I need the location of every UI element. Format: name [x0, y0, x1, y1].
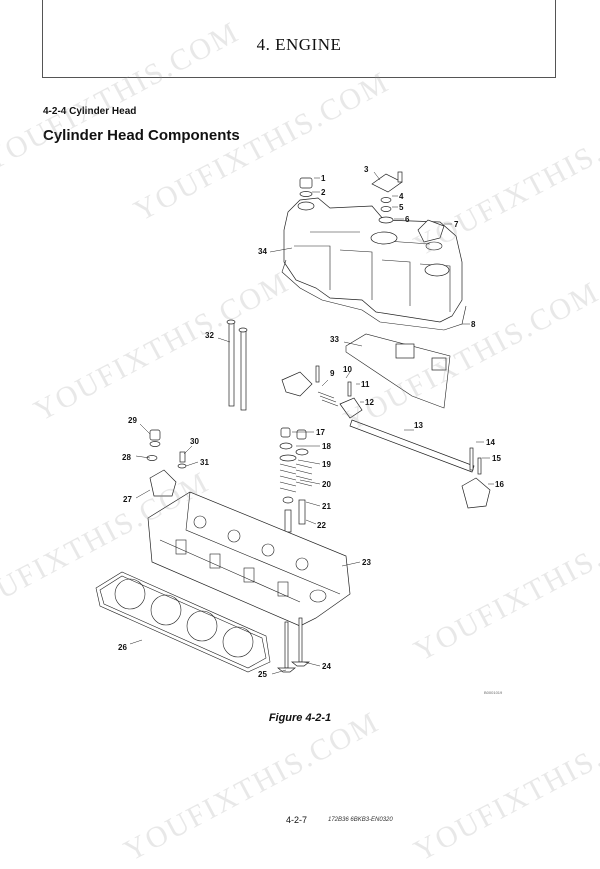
callout-7: 7 — [454, 220, 459, 229]
callout-8: 8 — [471, 320, 476, 329]
callout-26: 26 — [118, 643, 127, 652]
callout-27: 27 — [123, 495, 132, 504]
callout-28: 28 — [122, 453, 131, 462]
callout-20: 20 — [322, 480, 331, 489]
cylinder-head — [147, 491, 351, 627]
valve-spring-assembly — [279, 427, 313, 533]
callout-29: 29 — [128, 416, 137, 425]
page-header-title: 4. ENGINE — [256, 35, 342, 54]
callout-1: 1 — [321, 174, 326, 183]
callout-12: 12 — [365, 398, 374, 407]
watermark: YOUFIXTHIS.COM — [118, 705, 385, 868]
callout-30: 30 — [190, 437, 199, 446]
callout-9: 9 — [330, 369, 335, 378]
callout-2: 2 — [321, 188, 326, 197]
callout-10: 10 — [343, 365, 352, 374]
oil-filler-cap-1 — [299, 177, 313, 197]
callout-17: 17 — [316, 428, 325, 437]
valve-cover-gasket — [281, 259, 467, 331]
section-title: Cylinder Head Components — [43, 127, 240, 144]
callout-4: 4 — [399, 192, 404, 201]
callout-13: 13 — [414, 421, 423, 430]
figure-code: B0001019 — [484, 690, 503, 695]
callout-5: 5 — [399, 203, 404, 212]
watermark: YOUFIXTHIS.COM — [408, 705, 600, 868]
rocker-support — [461, 447, 491, 509]
callout-22: 22 — [317, 521, 326, 530]
callout-32: 32 — [205, 331, 214, 340]
oil-cap-7 — [417, 219, 445, 251]
callout-33: 33 — [330, 335, 339, 344]
breather-assembly — [371, 171, 403, 224]
callout-23: 23 — [362, 558, 371, 567]
callout-14: 14 — [486, 438, 495, 447]
callout-31: 31 — [200, 458, 209, 467]
cylinder-head-exploded-diagram: 1 2 3 4 5 6 7 8 9 10 11 12 13 14 15 16 1… — [95, 165, 504, 695]
rocker-cover-plate — [345, 333, 451, 409]
callout-21: 21 — [322, 502, 331, 511]
rocker-shaft — [349, 419, 475, 473]
callout-6: 6 — [405, 215, 410, 224]
callout-25: 25 — [258, 670, 267, 679]
rocker-support-left — [146, 429, 187, 497]
callout-15: 15 — [492, 454, 501, 463]
figure-caption: Figure 4-2-1 — [268, 712, 332, 724]
callout-3: 3 — [364, 165, 369, 174]
header-box: 4. ENGINE — [42, 0, 556, 78]
callout-34: 34 — [258, 247, 267, 256]
page-number: 4-2-7 — [286, 815, 308, 825]
document-code: 172B36 6BKB3-EN0320 — [328, 817, 393, 823]
head-gasket — [95, 571, 271, 673]
section-number: 4-2-4 Cylinder Head — [43, 106, 137, 117]
callout-11: 11 — [361, 380, 370, 389]
callout-18: 18 — [322, 442, 331, 451]
valve-cover — [283, 197, 463, 323]
callout-labels: 1 2 3 4 5 6 7 8 9 10 11 12 13 14 15 16 1… — [118, 165, 504, 695]
valves — [277, 617, 310, 673]
rocker-arm-assembly — [281, 365, 363, 419]
leader-lines — [129, 171, 494, 675]
callout-24: 24 — [322, 662, 331, 671]
push-rods — [226, 319, 248, 411]
callout-19: 19 — [322, 460, 331, 469]
callout-16: 16 — [495, 480, 504, 489]
